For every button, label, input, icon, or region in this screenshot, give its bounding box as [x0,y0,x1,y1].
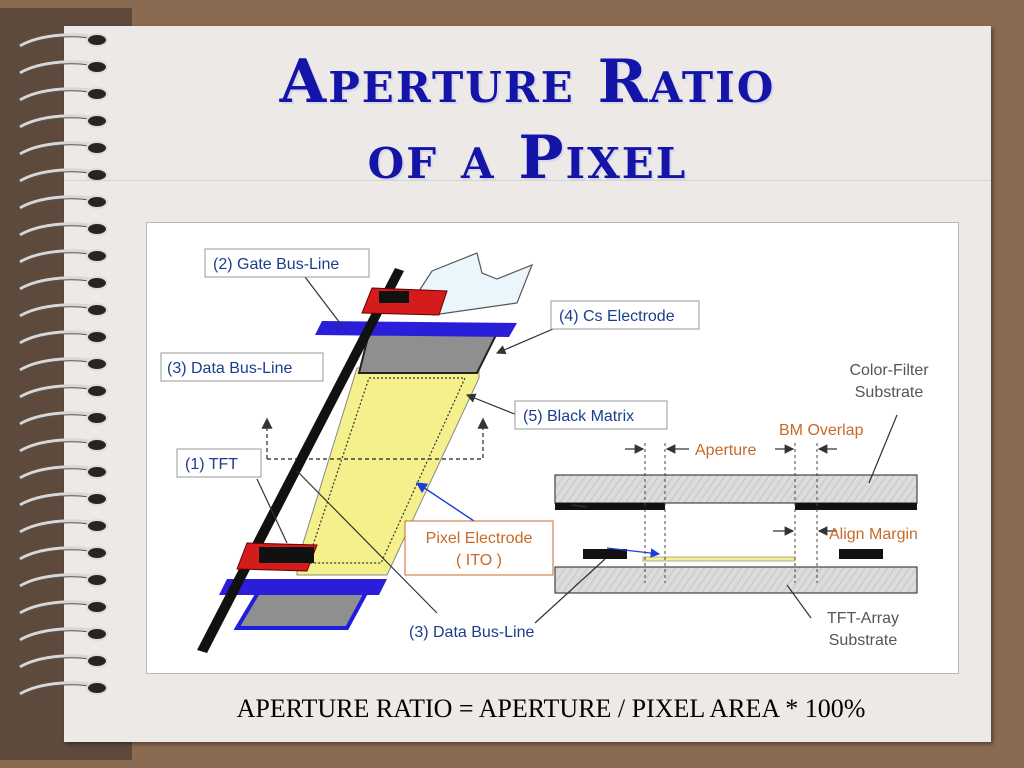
label-ito: ( ITO ) [456,552,502,569]
pixel-diagram: (2) Gate Bus-Line (3) Data Bus-Line (4) … [146,222,959,674]
leader-bm-tft [534,558,606,624]
black-matrix-right [795,503,917,510]
binding-ring-icon [19,330,108,346]
binding-ring-icon [19,141,108,157]
tft-black-right [839,549,883,559]
binding-ring-icon [19,222,108,238]
binding-ring-icon [19,114,108,130]
black-matrix-left [555,503,665,510]
label-box-cs [550,300,700,330]
binding-ring-icon [19,168,108,184]
spiral-binding-icon [19,33,108,697]
binding-ring-icon [19,573,108,589]
binding-ring-icon [19,87,108,103]
pixel-diagram-svg: (2) Gate Bus-Line (3) Data Bus-Line (4) … [160,248,929,653]
binding-ring-icon [19,492,108,508]
binding-ring-icon [19,249,108,265]
binding-ring-icon [19,519,108,535]
leader-bm [465,393,518,416]
leader-bm-cs [571,504,588,508]
binding-ring-icon [19,600,108,616]
leader-data-bottom [296,470,438,614]
binding-ring-icon [19,465,108,481]
label-box-gate [204,248,370,278]
label-align-margin: Align Margin [829,526,918,543]
label-box-data-top [160,352,324,382]
label-tft-array: TFT-Array [827,610,899,627]
label-bm-overlap: BM Overlap [779,422,864,439]
binding-ring-icon [19,195,108,211]
formula-caption: APERTURE RATIO = APERTURE / PIXEL AREA *… [236,694,866,723]
color-filter-substrate [554,474,918,504]
binding-ring-icon [19,60,108,76]
dashed-line-horizontal [267,417,489,460]
label-cs-electrode: (4) Cs Electrode [559,308,675,325]
ito-layer [642,556,796,562]
binding-ring-icon [19,546,108,562]
title-line-1: Aperture Ratio [279,47,776,117]
leader-gate [304,276,344,328]
label-aperture: Aperture [695,442,756,459]
binding-ring-icon [19,681,108,697]
label-box-tft [176,448,262,478]
binding-ring-icon [19,276,108,292]
binding-ring-icon [19,303,108,319]
binding-ring-icon [19,33,108,49]
label-data-bus-line-bottom: (3) Data Bus-Line [409,624,534,641]
leader-pixel-electrode [415,482,478,524]
label-gate-bus-line: (2) Gate Bus-Line [213,256,339,273]
binding-ring-icon [19,654,108,670]
tft-black-left [583,549,627,559]
black-matrix-outline [306,377,466,564]
label-tft-array-substrate: Substrate [829,632,898,649]
label-pixel-electrode: Pixel Electrode [426,530,533,547]
title-divider [64,180,991,181]
gate-bus-line-top [315,321,517,337]
tft-array-substrate [554,566,918,594]
label-box-bm [514,400,668,430]
binding-ring-icon [19,411,108,427]
label-box-pixel-electrode [404,520,554,576]
cs-electrode-shape [357,332,499,374]
data-bus-block-bottom [233,589,371,630]
label-color-filter-substrate: Substrate [855,384,924,401]
label-color-filter: Color-Filter [849,362,929,379]
tft-black-top [379,291,409,303]
leader-color-filter [868,414,898,484]
binding-ring-icon [19,438,108,454]
label-tft: (1) TFT [185,456,238,473]
label-data-bus-line-top: (3) Data Bus-Line [167,360,292,377]
leader-tft-array [786,584,812,619]
slide-title: Aperture Ratio of a Pixel [64,44,991,196]
binding-ring-icon [19,357,108,373]
title-line-2: of a Pixel [367,123,688,193]
label-black-matrix: (5) Black Matrix [523,408,634,425]
gate-bus-line-bottom [219,579,387,595]
leader-tft [256,478,288,544]
binding-ring-icon [19,384,108,400]
leader-ito [606,547,661,558]
binding-ring-icon [19,627,108,643]
tft-black-bottom [259,547,314,563]
